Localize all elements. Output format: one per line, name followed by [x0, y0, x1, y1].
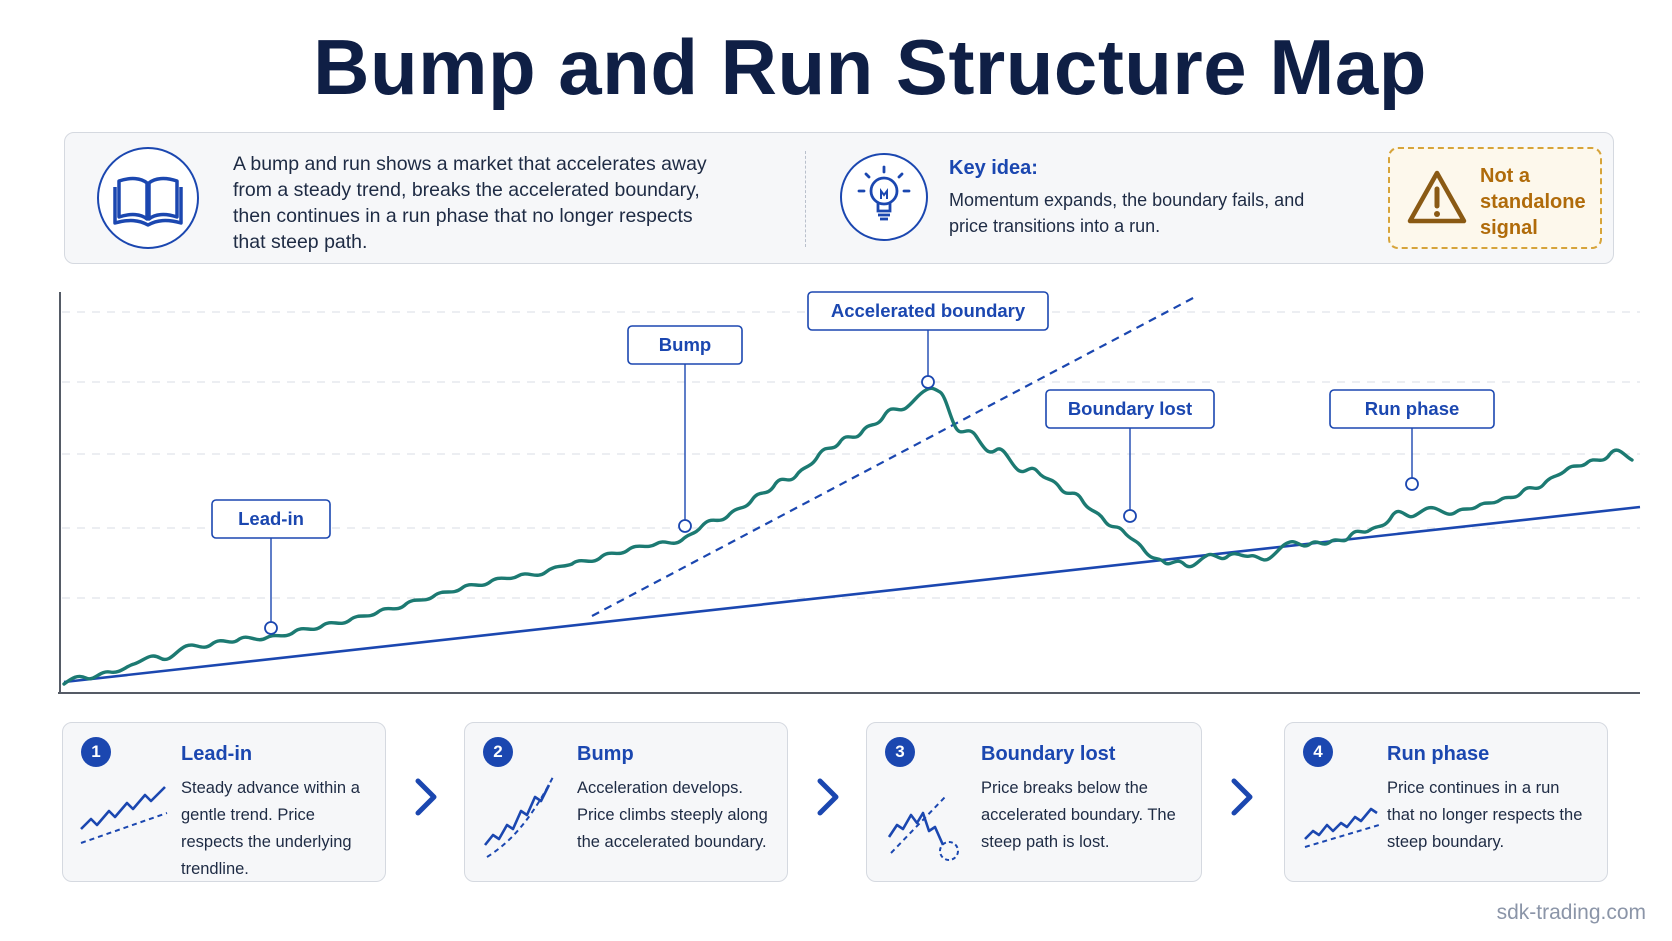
- stage-text: Steady advance within a gentle trend. Pr…: [181, 779, 360, 878]
- callout-boundary-lost-label: Boundary lost: [1068, 398, 1192, 419]
- lightbulb-icon: [840, 153, 928, 241]
- chevron-right-icon: [1231, 778, 1253, 816]
- key-idea-title: Key idea:: [949, 157, 1038, 179]
- info-panel: A bump and run shows a market that accel…: [64, 132, 1614, 264]
- callout-accelerated-boundary: Accelerated boundary: [807, 291, 1049, 389]
- stage-title: Bump: [577, 743, 634, 765]
- chevron-right-icon: [415, 778, 437, 816]
- stage-number: 3: [885, 737, 915, 767]
- stage-card-lead-in: 1 Lead-in Steady advance within a gentle…: [62, 722, 386, 882]
- callout-lead-in: Lead-in: [211, 499, 331, 635]
- watermark: sdk-trading.com: [1496, 901, 1646, 924]
- breakdown-icon: [887, 794, 959, 861]
- warning-box: Not a standalone signal: [1388, 147, 1602, 249]
- stage-card-boundary-lost: 3 Boundary lost Price breaks below the a…: [866, 722, 1202, 882]
- stage-title: Boundary lost: [981, 743, 1116, 765]
- callout-accelerated-boundary-label: Accelerated boundary: [831, 300, 1026, 321]
- panel-divider: [805, 151, 806, 247]
- stage-text: Price continues in a run that no longer …: [1387, 779, 1583, 851]
- warning-text: Not a standalone signal: [1480, 165, 1586, 239]
- callout-run-phase: Run phase: [1329, 389, 1495, 491]
- stage-card-run-phase: 4 Run phase Price continues in a run tha…: [1284, 722, 1608, 882]
- stage-text: Price breaks below the accelerated bound…: [981, 779, 1176, 851]
- gentle-trend-icon: [80, 786, 168, 844]
- callout-boundary-lost: Boundary lost: [1045, 389, 1215, 523]
- steep-climb-icon: [483, 776, 554, 858]
- chart-grid: [62, 311, 1640, 599]
- stage-text: Acceleration develops. Price climbs stee…: [577, 779, 768, 851]
- page-title: Bump and Run Structure Map: [313, 23, 1427, 111]
- key-idea-text: Momentum expands, the boundary fails, an…: [949, 190, 1305, 236]
- price-structure-chart: Lead-in Bump Accelerated boundary Bounda…: [58, 291, 1641, 694]
- callout-bump: Bump: [627, 325, 743, 533]
- callout-lead-in-label: Lead-in: [238, 508, 304, 529]
- base-trendline: [63, 505, 1641, 684]
- price-line: [62, 386, 1634, 686]
- book-icon: [97, 147, 199, 249]
- stage-title: Lead-in: [181, 743, 253, 765]
- stage-title: Run phase: [1387, 743, 1490, 765]
- chevron-right-icon: [817, 778, 839, 816]
- callout-bump-label: Bump: [659, 334, 711, 355]
- stage-number: 4: [1303, 737, 1333, 767]
- callout-run-phase-label: Run phase: [1365, 398, 1460, 419]
- stage-number: 1: [81, 737, 111, 767]
- warning-triangle-icon: [1407, 170, 1467, 224]
- run-trend-icon: [1304, 807, 1380, 848]
- accelerated-boundary-line: [591, 296, 1196, 617]
- stage-card-bump: 2 Bump Acceleration develops. Price clim…: [464, 722, 788, 882]
- stage-number: 2: [483, 737, 513, 767]
- intro-text: A bump and run shows a market that accel…: [233, 153, 707, 253]
